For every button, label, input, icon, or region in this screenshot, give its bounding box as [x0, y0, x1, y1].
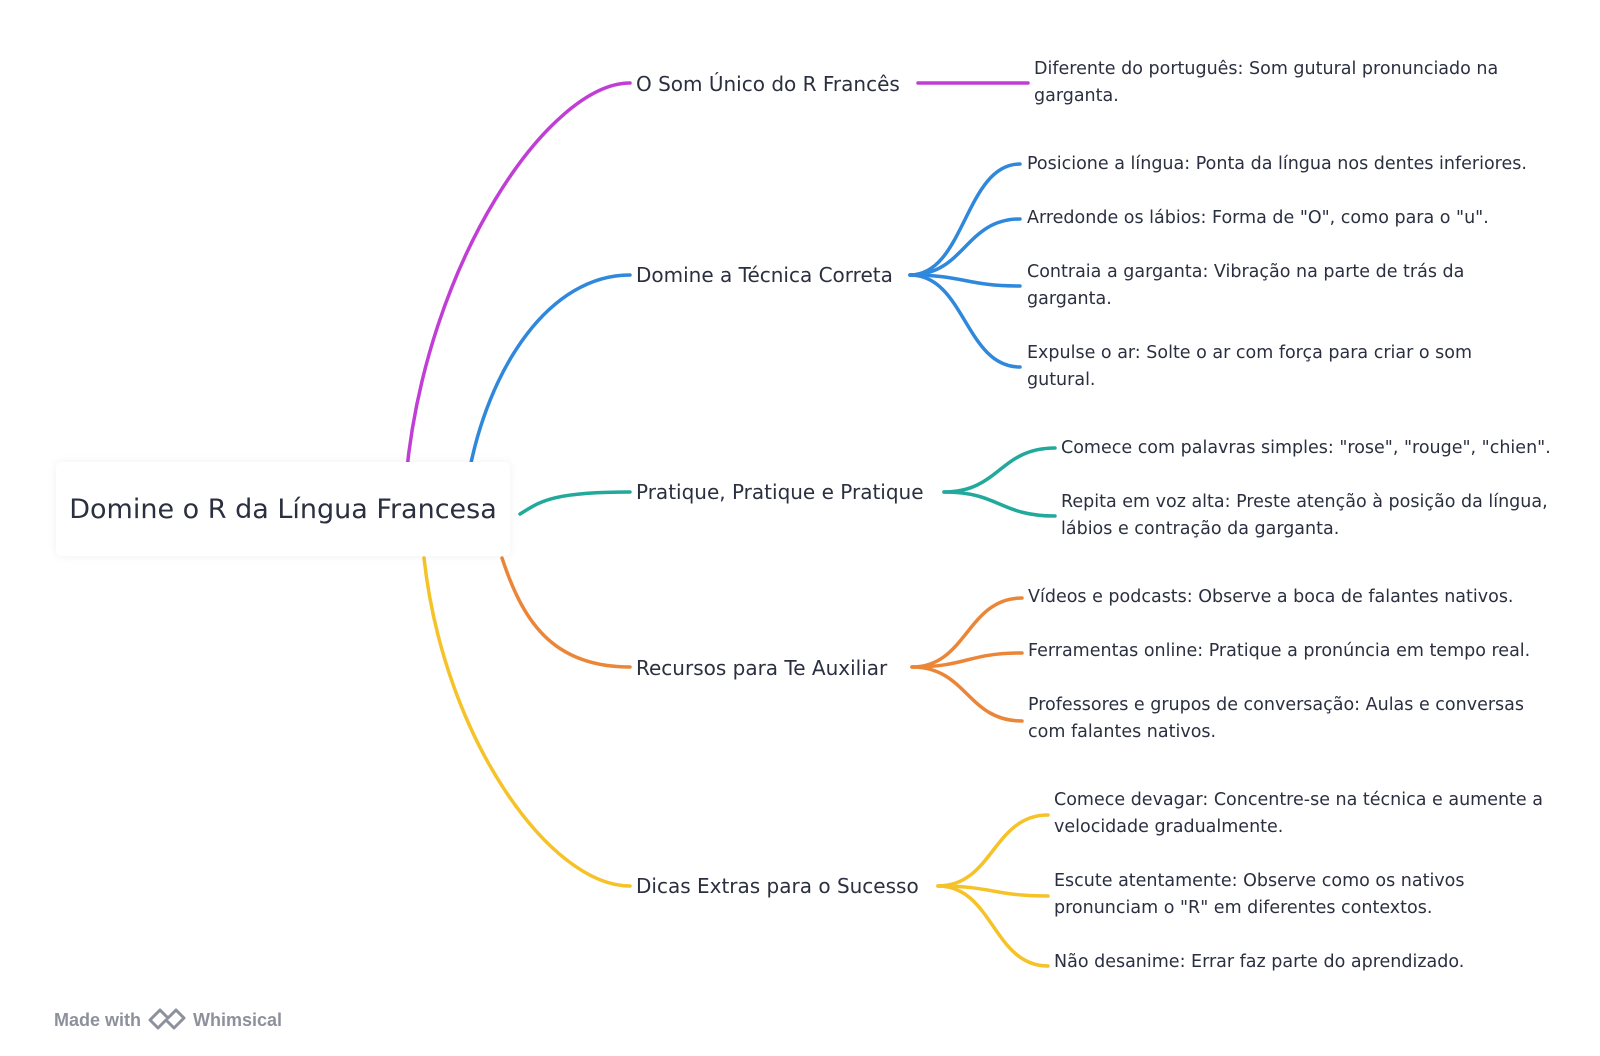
branch-leaf-connector [942, 446, 1057, 494]
root-branch-connector [518, 490, 632, 516]
leaf-ferramentas-online[interactable]: Ferramentas online: Pratique a pronúncia… [1028, 638, 1530, 665]
leaf-line: gutural. [1027, 370, 1096, 390]
branch-leaf-connector [936, 813, 1050, 888]
root-node[interactable]: Domine o R da Língua Francesa [56, 462, 510, 556]
branch-leaf-connector [942, 490, 1057, 518]
root-branch-connector [466, 273, 632, 480]
leaf-line: Comece devagar: Concentre-se na técnica … [1054, 790, 1543, 810]
leaf-line: lábios e contração da garganta. [1061, 519, 1340, 539]
leaf-diferente-portugues[interactable]: Diferente do português: Som gutural pron… [1034, 56, 1498, 110]
whimsical-brand-label: Whimsical [193, 1009, 283, 1030]
branch-som-unico[interactable]: O Som Único do R Francês [636, 72, 900, 96]
leaf-line: garganta. [1034, 86, 1119, 106]
leaf-palavras-simples[interactable]: Comece com palavras simples: "rose", "ro… [1061, 435, 1551, 462]
leaf-line: Repita em voz alta: Preste atenção à pos… [1061, 492, 1548, 512]
leaf-line: Arredonde os lábios: Forma de "O", como … [1027, 208, 1489, 228]
made-with-label: Made with [54, 1009, 142, 1030]
leaf-line: Comece com palavras simples: "rose", "ro… [1061, 438, 1551, 458]
leaf-line: Diferente do português: Som gutural pron… [1034, 59, 1499, 79]
leaf-contraia-garganta[interactable]: Contraia a garganta: Vibração na parte d… [1027, 259, 1464, 313]
branch-leaf-connector [936, 884, 1050, 898]
made-with-whimsical-badge[interactable]: Made with Whimsical [54, 1007, 282, 1033]
leaf-line: garganta. [1027, 289, 1112, 309]
branch-dicas-extras[interactable]: Dicas Extras para o Sucesso [636, 874, 919, 898]
leaf-escute-atentamente[interactable]: Escute atentamente: Observe como os nati… [1054, 868, 1465, 922]
leaf-nao-desanime[interactable]: Não desanime: Errar faz parte do aprendi… [1054, 949, 1464, 976]
branch-tecnica-correta[interactable]: Domine a Técnica Correta [636, 263, 893, 287]
branch-leaf-connector [908, 273, 1022, 369]
leaf-line: Escute atentamente: Observe como os nati… [1054, 871, 1465, 891]
leaf-line: Expulse o ar: Solte o ar com força para … [1027, 343, 1473, 363]
root-branch-connector [404, 81, 632, 480]
leaf-line: Contraia a garganta: Vibração na parte d… [1027, 262, 1465, 282]
branch-pratique[interactable]: Pratique, Pratique e Pratique [636, 480, 924, 504]
leaf-line: pronunciam o "R" em diferentes contextos… [1054, 898, 1433, 918]
whimsical-logo-icon [148, 1008, 186, 1030]
leaf-line: Ferramentas online: Pratique a pronúncia… [1028, 641, 1531, 661]
leaf-line: Posicione a língua: Ponta da língua nos … [1027, 154, 1527, 174]
leaf-line: Vídeos e podcasts: Observe a boca de fal… [1028, 587, 1514, 607]
branch-leaf-connector [908, 162, 1022, 277]
branch-leaf-connector [910, 665, 1024, 723]
leaf-expulse-ar[interactable]: Expulse o ar: Solte o ar com força para … [1027, 340, 1472, 394]
branch-leaf-connector [908, 217, 1022, 277]
leaf-line: Não desanime: Errar faz parte do aprendi… [1054, 952, 1465, 972]
branch-leaf-connector [910, 596, 1024, 669]
root-branch-connector [422, 556, 632, 888]
branch-leaf-connector [936, 884, 1050, 968]
leaf-posicione-lingua[interactable]: Posicione a língua: Ponta da língua nos … [1027, 151, 1527, 178]
branch-leaf-connector [908, 273, 1022, 288]
leaf-line: Professores e grupos de conversação: Aul… [1028, 695, 1524, 715]
leaf-line: velocidade gradualmente. [1054, 817, 1284, 837]
leaf-videos-podcasts[interactable]: Vídeos e podcasts: Observe a boca de fal… [1028, 584, 1514, 611]
root-label: Domine o R da Língua Francesa [69, 493, 497, 525]
leaf-repita-voz-alta[interactable]: Repita em voz alta: Preste atenção à pos… [1061, 489, 1548, 543]
leaf-professores-grupos[interactable]: Professores e grupos de conversação: Aul… [1028, 692, 1524, 746]
branch-recursos[interactable]: Recursos para Te Auxiliar [636, 656, 888, 680]
leaf-comece-devagar[interactable]: Comece devagar: Concentre-se na técnica … [1054, 787, 1543, 841]
leaf-arredonde-labios[interactable]: Arredonde os lábios: Forma de "O", como … [1027, 205, 1489, 232]
branch-leaf-connector [910, 651, 1024, 669]
root-branch-connector [500, 556, 632, 669]
leaf-line: com falantes nativos. [1028, 722, 1217, 742]
